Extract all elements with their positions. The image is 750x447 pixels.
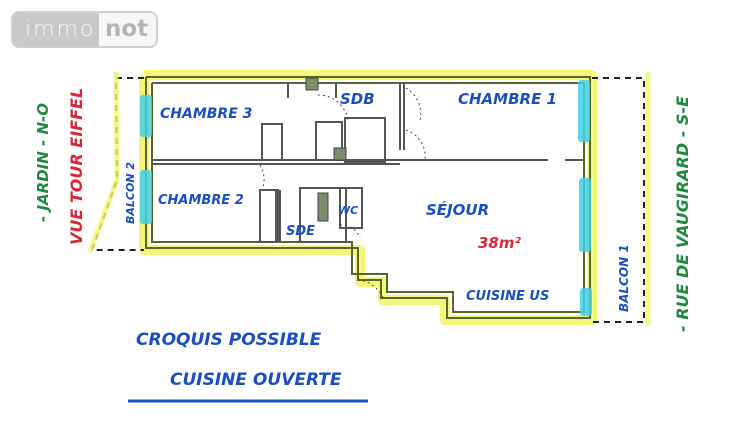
balcony-outlines [90,77,645,323]
orientation-vue-tour-eiffel: VUE TOUR EIFFEL [67,88,86,245]
door-swings [259,87,426,299]
sejour-area: 38m² [478,234,522,252]
caption-line2: CUISINE OUVERTE [170,370,342,390]
balcony-label-right: BALCON 1 [617,244,631,312]
room-label-sejour: SÉJOUR [426,200,489,219]
logo-part-not: not [99,13,156,46]
room-label-chambre2: CHAMBRE 2 [158,193,244,208]
room-label-chambre1: CHAMBRE 1 [458,90,557,108]
balcony-label-left: BALCON 2 [124,162,137,224]
room-label-cuisine: CUISINE US [466,289,549,304]
orientation-jardin: - JARDIN - N-O [34,103,52,222]
ventilation-shafts [305,77,347,222]
interior-walls [152,83,584,243]
room-label-chambre3: CHAMBRE 3 [160,106,252,122]
caption-line1: CROQUIS POSSIBLE [136,330,322,350]
orientation-rue-vaugirard: - RUE DE VAUGIRARD - S-E [673,96,692,332]
room-label-sde: SDE [286,224,315,239]
room-label-wc: WC [338,204,358,217]
immonot-logo: immo not [11,11,158,48]
exterior-wall-highlight [139,70,597,325]
logo-part-immo: immo [25,17,96,42]
windows [140,80,592,316]
room-label-sdb: SDB [340,90,375,108]
